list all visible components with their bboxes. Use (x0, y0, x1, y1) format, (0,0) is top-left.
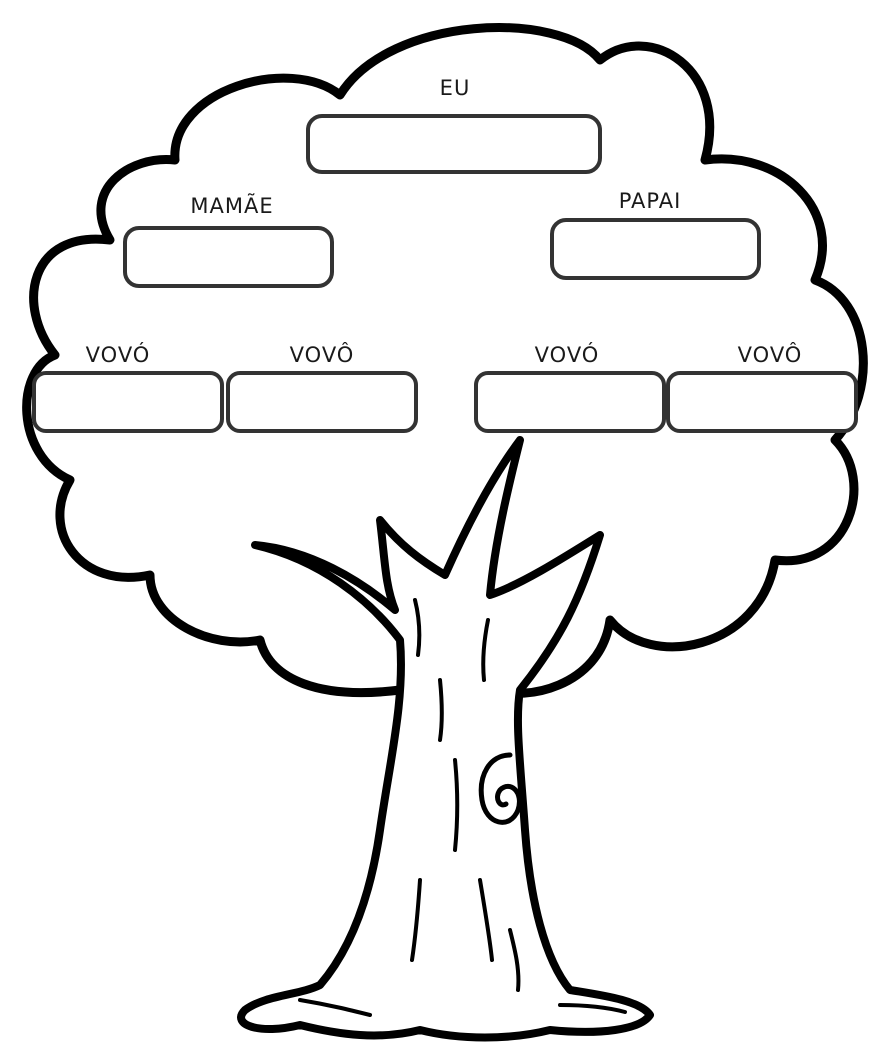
name-box-vovo-3[interactable] (474, 371, 666, 433)
bark-details (298, 598, 627, 1017)
label-vovo-1: VOVÓ (86, 342, 151, 367)
label-vovo-3: VOVÓ (535, 342, 600, 367)
name-box-vovo-1[interactable] (32, 371, 224, 433)
label-vovo-4: VOVÔ (738, 342, 803, 367)
name-box-eu[interactable] (306, 114, 602, 174)
tree-trunk (237, 436, 654, 1042)
label-vovo-2: VOVÔ (290, 342, 355, 367)
label-mamae: MAMÃE (190, 192, 273, 218)
label-eu: EU (440, 76, 471, 100)
name-box-vovo-4[interactable] (666, 371, 858, 433)
name-box-vovo-2[interactable] (226, 371, 418, 433)
trunk-knot (478, 752, 522, 825)
name-box-mamae[interactable] (123, 226, 334, 288)
label-papai: PAPAI (619, 189, 682, 213)
tree-canopy (22, 23, 868, 698)
name-box-papai[interactable] (550, 218, 761, 280)
